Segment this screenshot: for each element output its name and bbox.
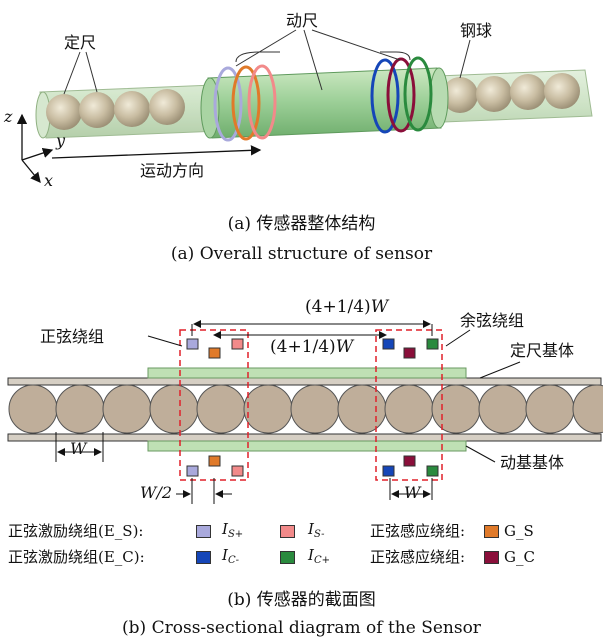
windings-bottom: [186, 455, 439, 477]
coils: [213, 56, 433, 142]
ic-plus-label: IC+: [308, 546, 330, 566]
leaders-a: [63, 29, 471, 95]
balls-cross-section: [8, 384, 603, 434]
steel-ball-label: 钢球: [460, 21, 493, 40]
is-plus-label: IS+: [222, 520, 244, 540]
cosine-group-label: 余弦绕组: [460, 311, 525, 330]
motion-direction-label: 运动方向: [140, 161, 205, 180]
legend-row1-label: 正弦激励绕组(E_S):: [8, 522, 144, 540]
ic-plus-swatch: [280, 551, 295, 564]
gc-code: G_C: [504, 548, 535, 566]
windings-top: [186, 338, 439, 359]
moving-scale-cylinder: [200, 67, 449, 139]
ic-minus-label: IC-: [222, 546, 239, 566]
steel-balls: [46, 73, 580, 130]
fixed-base-label: 定尺基体: [510, 341, 575, 360]
dimension-lines: [55, 320, 521, 504]
sine-group-label: 正弦绕组: [40, 327, 105, 346]
is-minus-label: IS-: [308, 520, 325, 540]
coordinate-axes: [16, 113, 54, 184]
moving-scale-label: 动尺: [286, 11, 319, 30]
legend-row2-label: 正弦激励绕组(E_C):: [8, 548, 145, 566]
motion-direction-arrow: [51, 145, 262, 159]
is-plus-swatch: [196, 525, 211, 538]
is-minus-swatch: [280, 525, 295, 538]
gs-code: G_S: [504, 522, 534, 540]
dim-top-label: (4+1/4)W: [305, 297, 389, 317]
caption-b-en: (b) Cross-sectional diagram of the Senso…: [122, 618, 481, 638]
cosine-group-box: [375, 329, 443, 481]
dim-w-right: W: [404, 483, 421, 502]
dim-w-half: W/2: [140, 483, 173, 502]
gc-swatch: [484, 551, 499, 564]
dim-w-left: W: [70, 439, 87, 458]
sense2-label: 正弦感应绕组:: [370, 548, 466, 566]
sense1-label: 正弦感应绕组:: [370, 522, 466, 540]
caption-a-cn: (a) 传感器整体结构: [227, 214, 376, 234]
axis-z-label: z: [4, 107, 13, 126]
axis-y-label: y: [56, 131, 66, 150]
axis-x-label: x: [44, 171, 54, 190]
fixed-scale-label: 定尺: [64, 33, 97, 52]
caption-b-cn: (b) 传感器的截面图: [227, 590, 376, 610]
moving-base-label: 动基基体: [500, 453, 565, 472]
gs-swatch: [484, 525, 499, 538]
caption-a-en: (a) Overall structure of sensor: [170, 244, 433, 264]
dim-mid-label: (4+1/4)W: [270, 337, 354, 357]
ic-minus-swatch: [196, 551, 211, 564]
